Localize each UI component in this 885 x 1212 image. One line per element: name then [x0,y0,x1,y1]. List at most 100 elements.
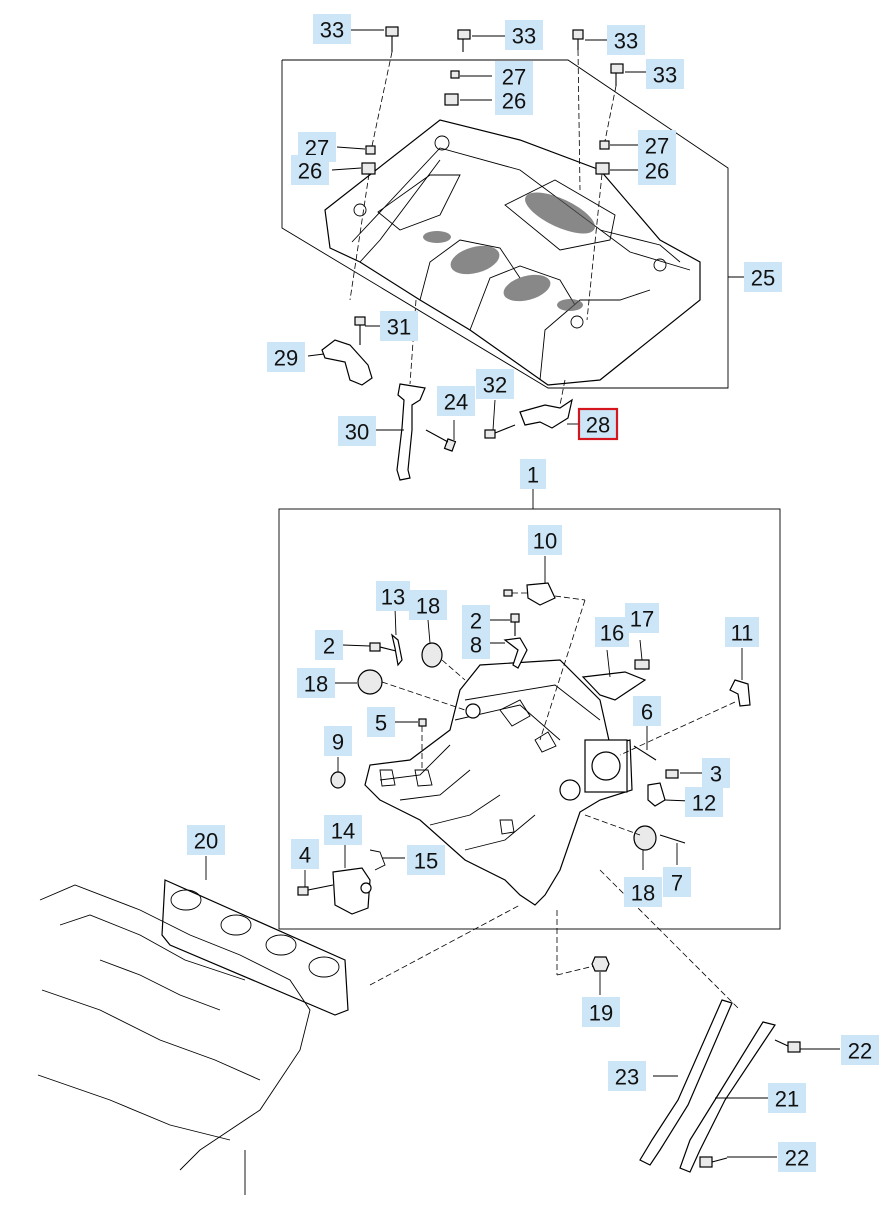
callout-box [725,617,759,647]
callout-number: 15 [414,849,438,874]
callout-box [633,696,661,726]
callout-box [663,867,691,897]
callout-15: 15 [407,845,445,875]
callout-number: 19 [589,1001,613,1026]
callout-box [495,85,533,115]
callout-number: 26 [298,159,322,184]
manifold-components [297,556,751,915]
callout-13: 13 [376,581,410,611]
callout-box [380,311,418,341]
callout-box [267,342,305,372]
callout-26: 26 [291,155,329,185]
callout-number: 16 [600,621,624,646]
engine-cover [324,119,701,386]
cover-brackets [307,299,578,481]
callout-box [324,726,352,756]
callout-box [462,629,490,659]
callout-box-highlighted [577,407,619,441]
callout-number: 33 [512,24,536,49]
callout-number: 2 [470,609,482,634]
callout-33: 33 [313,14,351,44]
callout-9: 9 [324,726,352,756]
callout-box [324,815,362,845]
callout-number: 3 [710,762,722,787]
callout-box [376,581,410,611]
callout-box [291,839,319,869]
callout-number: 24 [444,390,468,415]
callout-number: 22 [785,1146,809,1171]
callout-number: 26 [502,89,526,114]
callout-number: 18 [304,672,328,697]
callout-5: 5 [367,707,395,737]
callout-number: 26 [645,159,669,184]
callout-box [625,603,659,633]
callout-29: 29 [267,342,305,372]
callout-box [528,525,562,555]
callout-box [702,758,730,788]
callout-box [607,25,645,55]
callout-number: 7 [671,871,683,896]
callout-number: 4 [299,843,311,868]
callout-1: 1 [520,459,546,489]
callout-16: 16 [595,617,629,647]
callout-20: 20 [187,825,225,855]
callout-box [409,590,447,620]
callout-number: 18 [631,881,655,906]
callout-33: 33 [607,25,645,55]
callout-17: 17 [625,603,659,633]
cover-fasteners [331,26,648,321]
callout-number: 9 [332,730,344,755]
intake-manifold-group [278,488,781,930]
callout-number: 27 [645,134,669,159]
callout-number: 5 [375,711,387,736]
callout-22: 22 [841,1035,879,1065]
callout-box [313,14,351,44]
callout-33: 33 [505,20,543,50]
callout-26: 26 [495,85,533,115]
callout-box [520,459,546,489]
callout-11: 11 [725,617,759,647]
callout-6: 6 [633,696,661,726]
callout-box [407,845,445,875]
callout-box [768,1083,806,1113]
callout-30: 30 [338,416,376,446]
callout-number: 33 [614,29,638,54]
callout-number: 29 [274,346,298,371]
callout-box [608,1061,646,1091]
callout-2: 2 [315,630,343,660]
callout-box [338,416,376,446]
cylinder-head-and-gasket [37,856,521,1195]
callout-number: 33 [653,63,677,88]
callout-number: 17 [630,607,654,632]
callout-number: 28 [586,413,610,438]
callout-18: 18 [297,668,335,698]
callout-number: 14 [331,819,355,844]
callout-box [367,707,395,737]
callout-26: 26 [638,155,676,185]
callout-31: 31 [380,311,418,341]
callout-28: 28 [577,407,619,441]
callout-box [437,386,475,416]
callout-23: 23 [608,1061,646,1091]
callout-box [595,617,629,647]
callout-box [187,825,225,855]
callout-number: 12 [692,791,716,816]
callout-number: 30 [345,420,369,445]
callout-box [315,630,343,660]
callout-19: 19 [582,997,620,1027]
callout-number: 1 [527,463,539,488]
callout-18: 18 [409,590,447,620]
engine-cover-group [281,26,745,481]
callout-25: 25 [744,262,782,292]
callout-box [476,369,514,399]
lower-stays [556,869,840,1173]
callout-box [744,262,782,292]
callout-number: 25 [751,266,775,291]
callout-number: 18 [416,594,440,619]
callout-number: 33 [320,18,344,43]
callout-number: 23 [615,1065,639,1090]
callout-number: 32 [483,373,507,398]
callout-box [778,1142,816,1172]
